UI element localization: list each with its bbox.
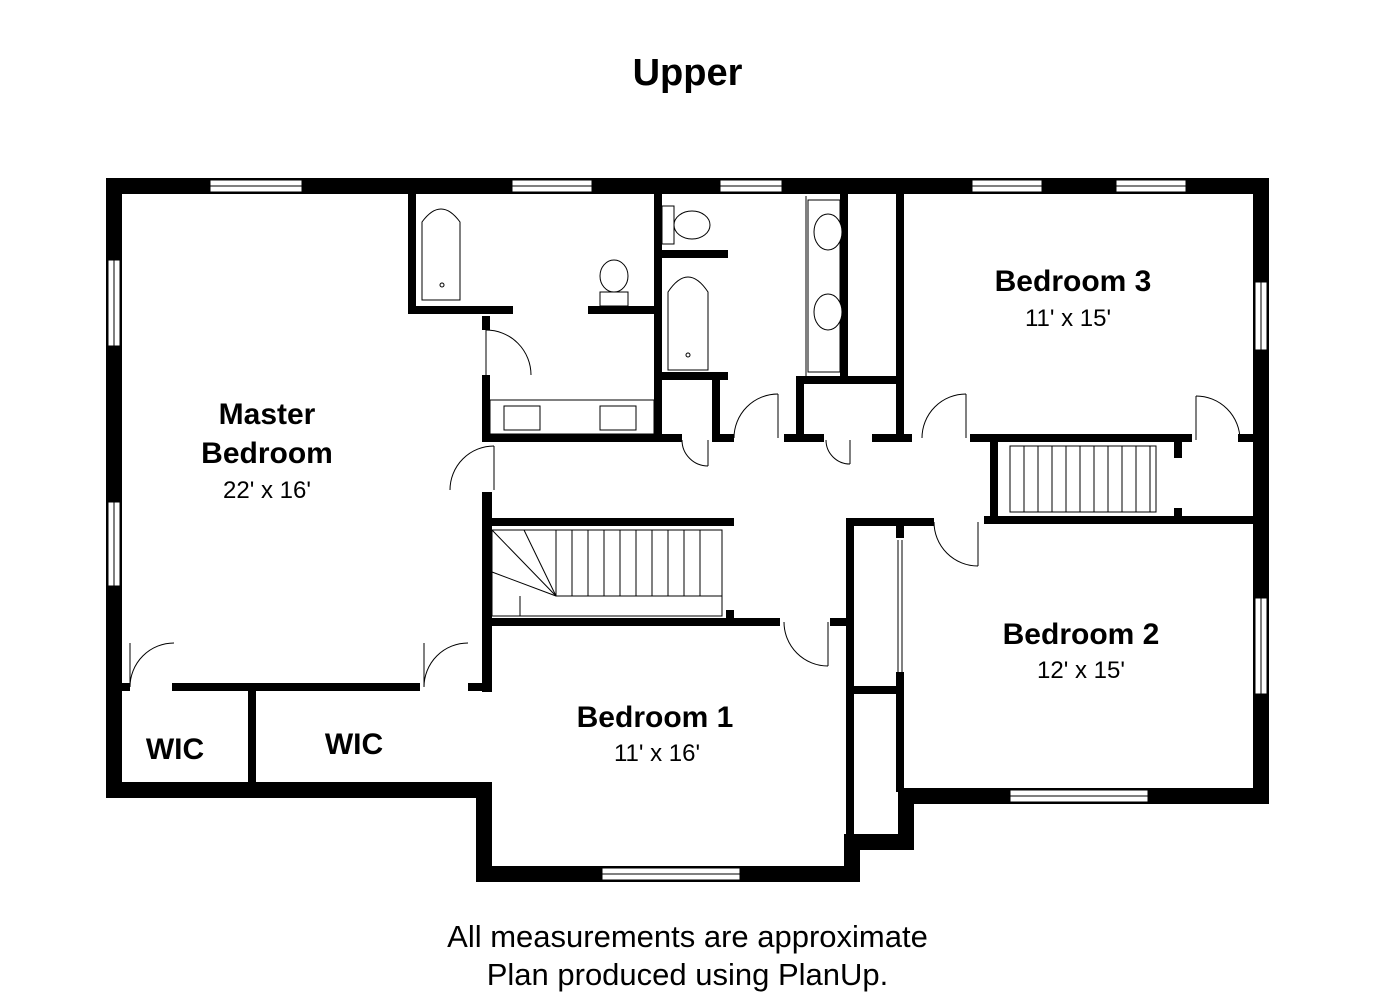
- room-label-wic-right: WIC: [325, 728, 383, 761]
- room-label-bedroom-1: Bedroom 1: [577, 701, 734, 734]
- room-dims-master: 22' x 16': [223, 477, 311, 504]
- plan-footer: All measurements are approximate Plan pr…: [0, 918, 1375, 994]
- floor-title: Upper: [632, 52, 743, 94]
- room-label-bedroom-3: Bedroom 3: [995, 265, 1152, 298]
- room-label-master-line1: Master: [219, 398, 316, 431]
- room-dims-bedroom-1: 11' x 16': [614, 740, 700, 767]
- room-label-bedroom-2: Bedroom 2: [1003, 618, 1160, 651]
- interior-walls: [122, 194, 1256, 838]
- bath-fixtures: [421, 199, 843, 435]
- room-dims-bedroom-3: 11' x 15': [1025, 305, 1111, 332]
- room-dims-bedroom-2: 12' x 15': [1037, 657, 1125, 684]
- window-panes: [113, 185, 1262, 875]
- door-swings: [129, 329, 1241, 688]
- stairs: [491, 445, 1157, 617]
- footer-disclaimer: All measurements are approximate: [447, 919, 928, 954]
- footer-credit: Plan produced using PlanUp.: [486, 957, 889, 992]
- closet-doors: [805, 196, 903, 828]
- room-label-master-line2: Bedroom: [201, 437, 333, 470]
- room-label-wic-left: WIC: [146, 733, 204, 766]
